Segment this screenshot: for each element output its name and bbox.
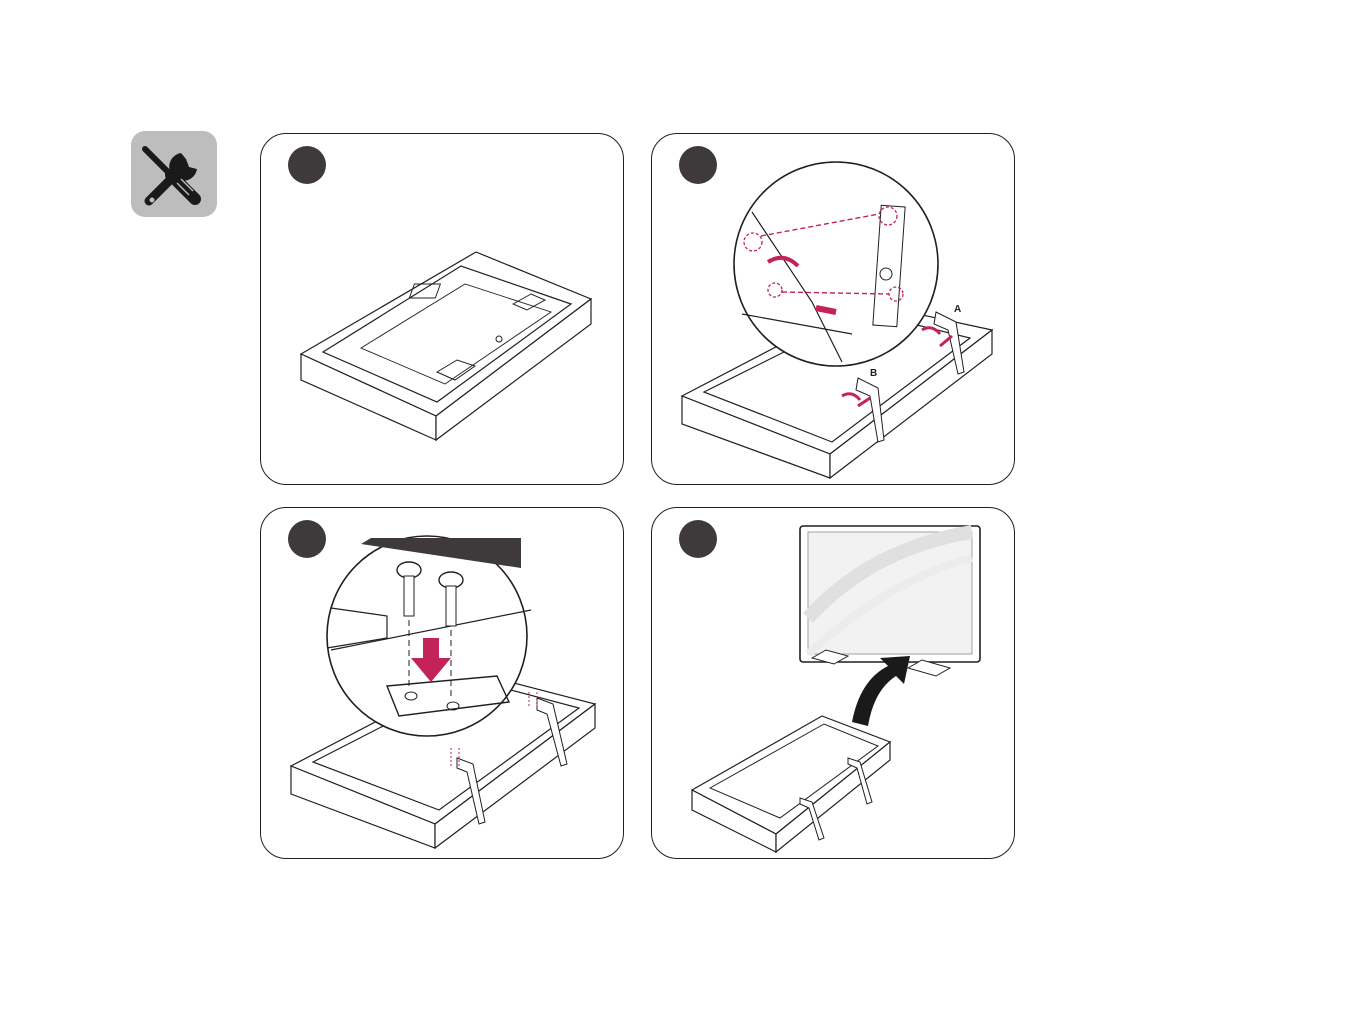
step-3-panel [260, 507, 624, 859]
insert-screws-illustration [261, 508, 624, 859]
tools-icon [131, 131, 217, 217]
step-4-panel [651, 507, 1015, 859]
step-1-panel [260, 133, 624, 485]
lift-tv-illustration [652, 508, 1015, 859]
stand-b-label: B [870, 368, 877, 379]
stand-a-label: A [954, 304, 961, 315]
tv-face-down-illustration [261, 134, 624, 485]
attach-stands-illustration: A B [652, 134, 1015, 485]
step-2-panel: A B [651, 133, 1015, 485]
